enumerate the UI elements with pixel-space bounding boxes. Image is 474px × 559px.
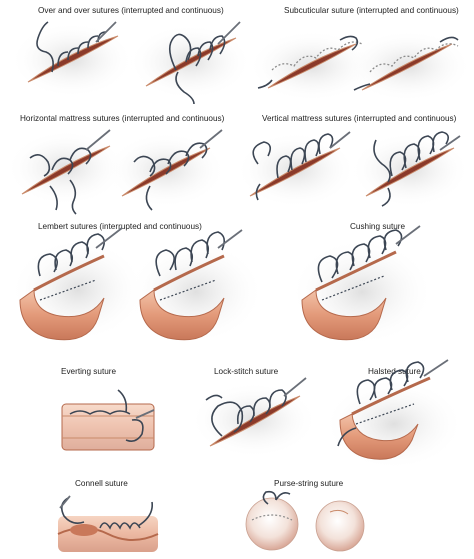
everting-suture-figure [61,389,155,451]
label-cushing-suture: Cushing suture [350,222,406,231]
lembert-continuous [128,229,264,344]
subcuticular-interrupted [248,30,376,102]
purse-string-suture-figure [245,490,365,552]
vertical-mattress-continuous [350,131,470,208]
lembert-interrupted [10,227,146,342]
label-everting-suture: Everting suture [61,367,117,376]
horizontal-mattress-continuous [106,129,226,211]
over-and-over-continuous [128,21,252,105]
subcuticular-continuous [344,30,472,102]
cushing-suture-figure [290,225,434,346]
label-halsted-suture: Halsted suture [368,367,421,376]
label-vertical-mattress-sutures: Vertical mattress sutures (interrupted a… [262,114,457,123]
label-purse-string-suture: Purse-string suture [274,479,344,488]
label-lembert-sutures: Lembert sutures (interrupted and continu… [38,222,202,231]
label-subcuticular-suture: Subcuticular suture (interrupted and con… [284,6,459,15]
lock-stitch-suture-figure [190,377,318,458]
connell-suture-figure [57,495,159,552]
vertical-mattress-interrupted [236,131,356,208]
label-horizontal-mattress-sutures: Horizontal mattress sutures (interrupted… [20,114,225,123]
over-and-over-interrupted [10,21,134,98]
horizontal-mattress-interrupted [6,129,126,215]
halsted-suture-figure [324,359,464,470]
label-over-and-over-sutures: Over and over sutures (interrupted and c… [38,6,224,15]
label-lock-stitch-suture: Lock-stitch suture [214,367,279,376]
label-connell-suture: Connell suture [75,479,128,488]
